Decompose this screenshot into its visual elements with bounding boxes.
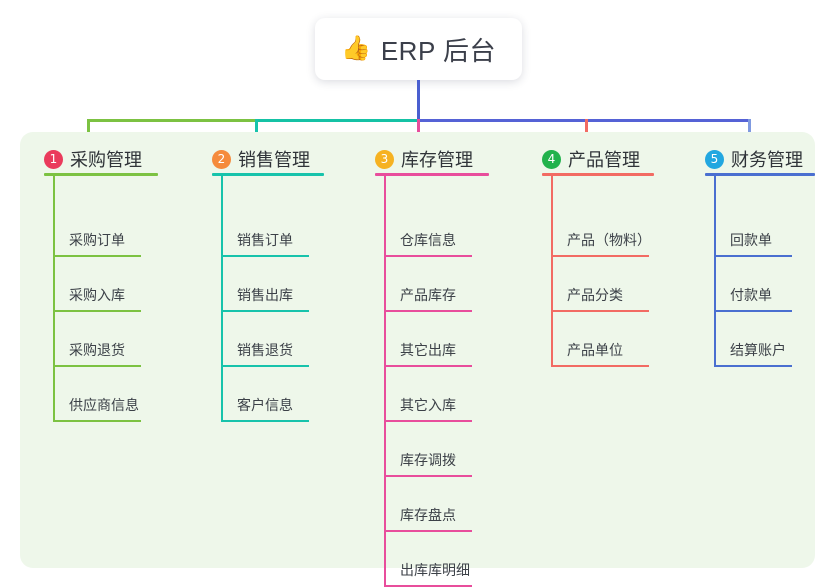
branch-item-rule <box>221 365 309 367</box>
branch-item[interactable]: 采购入库 <box>53 257 141 312</box>
branch-item-rule <box>384 585 472 587</box>
branch-item-rule <box>714 310 792 312</box>
branch-item[interactable]: 客户信息 <box>221 367 309 422</box>
branch-item[interactable]: 其它出库 <box>384 312 472 367</box>
branch-title: 销售管理 <box>238 150 310 170</box>
branch-header-rule <box>375 173 489 176</box>
branch-item-rule <box>551 255 649 257</box>
branch-item-rule <box>714 365 792 367</box>
branch-item[interactable]: 出库库明细 <box>384 532 472 587</box>
branch-item-label: 销售出库 <box>237 287 293 303</box>
branch-item-rule <box>53 310 141 312</box>
branch-item-label: 产品库存 <box>400 287 456 303</box>
branch-item[interactable]: 仓库信息 <box>384 202 472 257</box>
branch-item-label: 其它出库 <box>400 342 456 358</box>
branch-number-badge: 2 <box>212 149 231 169</box>
branch-number-badge: 3 <box>375 149 394 169</box>
branch-item-label: 库存盘点 <box>400 507 456 523</box>
branch-title: 财务管理 <box>731 150 803 170</box>
branch-spine <box>384 176 386 587</box>
branch-spine <box>551 176 553 367</box>
branch-item-label: 产品单位 <box>567 342 623 358</box>
branch-item-rule <box>53 255 141 257</box>
branch-item[interactable]: 销售出库 <box>221 257 309 312</box>
branch-item-rule <box>221 255 309 257</box>
branch-header-rule <box>705 173 815 176</box>
branch-spine <box>53 176 55 422</box>
branch-spine <box>714 176 716 367</box>
branch-item-rule <box>384 420 472 422</box>
connector-trunk <box>416 80 420 122</box>
connector-bus-blue <box>418 119 751 122</box>
connector-bus-teal <box>255 119 421 122</box>
connector-bus-green <box>87 119 258 122</box>
branch-header-3[interactable]: 3 库存管理 <box>375 146 473 172</box>
branch-header-2[interactable]: 2 销售管理 <box>212 146 310 172</box>
branch-item-rule <box>53 420 141 422</box>
branch-item-label: 采购入库 <box>69 287 125 303</box>
root-node-erp-backend[interactable]: 👍 ERP 后台 <box>315 18 522 80</box>
branch-title: 产品管理 <box>568 150 640 170</box>
root-node-label: ERP 后台 <box>380 35 497 66</box>
branch-item-label: 客户信息 <box>237 397 293 413</box>
branch-item-label: 付款单 <box>730 287 772 303</box>
branch-item-label: 仓库信息 <box>400 232 456 248</box>
branch-item-label: 库存调拨 <box>400 452 456 468</box>
branch-number-badge: 4 <box>542 149 561 169</box>
branch-item-rule <box>384 310 472 312</box>
thumbs-up-icon: 👍 <box>340 35 371 62</box>
branch-header-rule <box>542 173 654 176</box>
branch-item[interactable]: 采购订单 <box>53 202 141 257</box>
branch-item[interactable]: 库存调拨 <box>384 422 472 477</box>
branches-panel <box>20 132 815 568</box>
branch-item-label: 产品（物料） <box>567 232 651 248</box>
branch-item-label: 其它入库 <box>400 397 456 413</box>
branch-item-rule <box>53 365 141 367</box>
branch-item-rule <box>384 475 472 477</box>
branch-item-label: 产品分类 <box>567 287 623 303</box>
branch-item[interactable]: 其它入库 <box>384 367 472 422</box>
branch-item-rule <box>221 420 309 422</box>
branch-number-badge: 1 <box>44 149 63 169</box>
branch-item[interactable]: 供应商信息 <box>53 367 141 422</box>
branch-header-4[interactable]: 4 产品管理 <box>542 146 640 172</box>
branch-header-rule <box>44 173 158 176</box>
branch-item[interactable]: 销售退货 <box>221 312 309 367</box>
branch-item-label: 出库库明细 <box>400 562 470 578</box>
branch-item-rule <box>551 310 649 312</box>
branch-item-rule <box>384 530 472 532</box>
branch-item-label: 回款单 <box>730 232 772 248</box>
branch-item-rule <box>221 310 309 312</box>
branch-header-5[interactable]: 5 财务管理 <box>705 146 803 172</box>
branch-item[interactable]: 产品单位 <box>551 312 649 367</box>
branch-title: 采购管理 <box>70 150 142 170</box>
branch-item-rule <box>384 255 472 257</box>
branch-item-rule <box>551 365 649 367</box>
branch-item[interactable]: 销售订单 <box>221 202 309 257</box>
branch-item-label: 采购订单 <box>69 232 125 248</box>
branch-item[interactable]: 采购退货 <box>53 312 141 367</box>
branch-header-1[interactable]: 1 采购管理 <box>44 146 142 172</box>
branch-item[interactable]: 产品（物料） <box>551 202 651 257</box>
branch-item[interactable]: 付款单 <box>714 257 792 312</box>
branch-header-rule <box>212 173 324 176</box>
branch-item[interactable]: 结算账户 <box>714 312 792 367</box>
branch-title: 库存管理 <box>401 150 473 170</box>
branch-item-label: 结算账户 <box>730 342 786 358</box>
branch-item[interactable]: 产品库存 <box>384 257 472 312</box>
branch-item[interactable]: 库存盘点 <box>384 477 472 532</box>
branch-item-rule <box>384 365 472 367</box>
branch-item-label: 供应商信息 <box>69 397 139 413</box>
branch-item-label: 销售订单 <box>237 232 293 248</box>
branch-item[interactable]: 回款单 <box>714 202 792 257</box>
branch-item-rule <box>714 255 792 257</box>
branch-item-label: 采购退货 <box>69 342 125 358</box>
branch-item-label: 销售退货 <box>237 342 293 358</box>
branch-item[interactable]: 产品分类 <box>551 257 649 312</box>
branch-number-badge: 5 <box>705 149 724 169</box>
branch-spine <box>221 176 223 422</box>
